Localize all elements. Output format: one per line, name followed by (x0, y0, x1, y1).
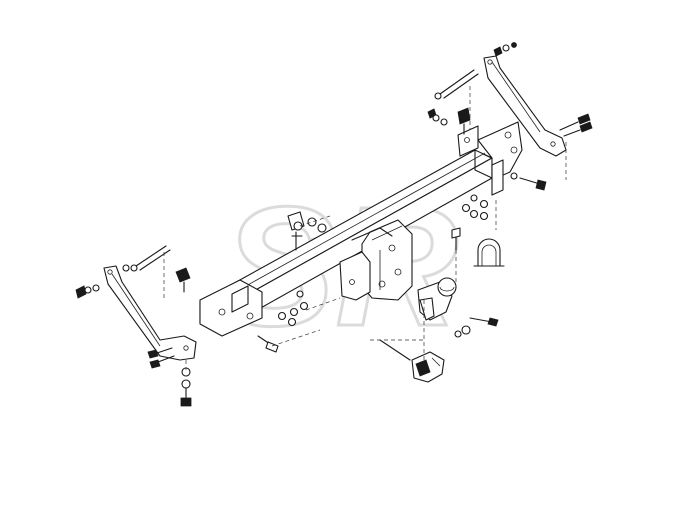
left-mount-plate (199, 279, 263, 337)
hitch-receiver-plate (339, 219, 413, 301)
fasteners-middle (277, 194, 489, 327)
assembly-lines (163, 86, 567, 370)
right-mount-plate (457, 121, 523, 196)
fasteners-receiver (454, 317, 499, 338)
fasteners-left (75, 245, 279, 407)
socket-bracket (473, 238, 505, 267)
tow-ball-assembly (417, 277, 457, 321)
electrical-socket (379, 339, 445, 383)
left-side-bracket (103, 265, 197, 361)
right-side-bracket (483, 55, 567, 157)
fasteners-top-right (427, 42, 593, 191)
